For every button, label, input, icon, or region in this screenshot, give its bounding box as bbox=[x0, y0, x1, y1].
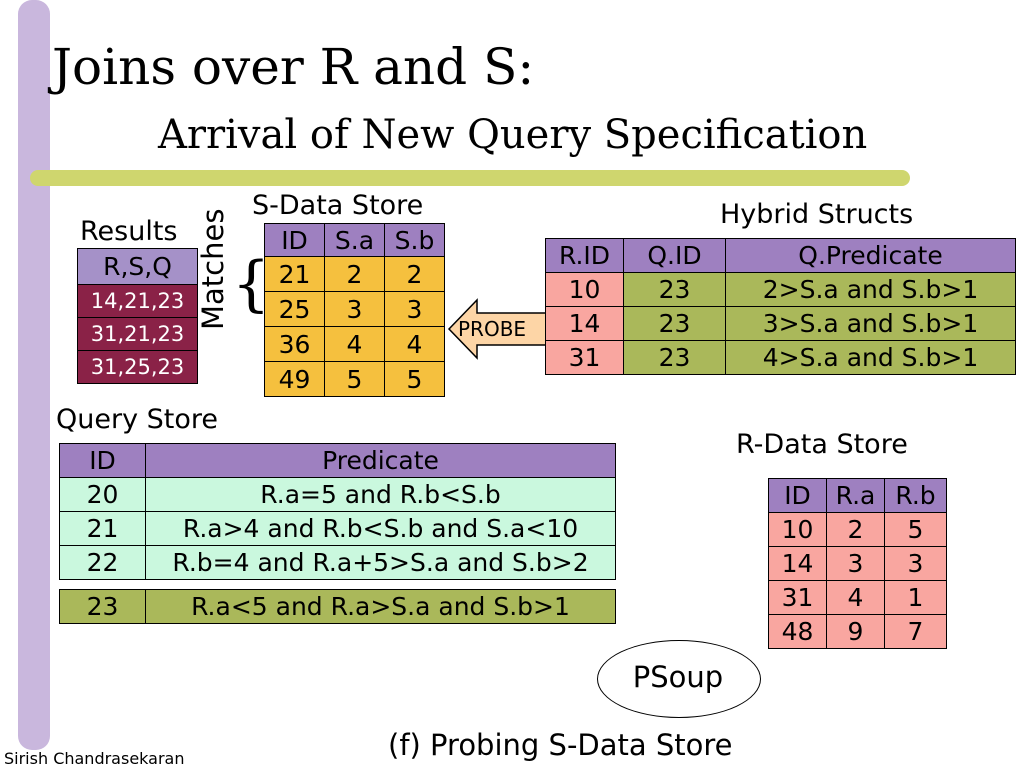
r-store-cell: 3 bbox=[884, 546, 947, 581]
r-store-cell: 7 bbox=[884, 614, 947, 649]
hybrid-cell: 10 bbox=[545, 272, 624, 307]
s-store-cell: 3 bbox=[384, 291, 445, 327]
r-store-cell: 4 bbox=[826, 580, 885, 615]
s-data-store-table: ID S.a S.b 21 2 2 25 3 3 36 4 4 49 5 5 bbox=[264, 223, 445, 397]
s-store-cell: 5 bbox=[384, 361, 445, 397]
query-store-cell: 22 bbox=[59, 545, 146, 580]
s-store-cell: 4 bbox=[384, 326, 445, 362]
results-header: R,S,Q bbox=[77, 248, 198, 285]
hybrid-header: Q.ID bbox=[623, 238, 726, 273]
hybrid-label: Hybrid Structs bbox=[720, 199, 914, 230]
query-store-cell: 21 bbox=[59, 511, 146, 546]
matches-label: Matches bbox=[196, 208, 230, 330]
r-store-cell: 5 bbox=[884, 512, 947, 547]
query-store-header: ID bbox=[59, 443, 146, 478]
r-store-header: R.b bbox=[884, 478, 947, 513]
slide-caption: (f) Probing S-Data Store bbox=[388, 728, 733, 762]
probe-label: PROBE bbox=[458, 317, 527, 341]
s-store-header: S.b bbox=[384, 223, 445, 257]
hybrid-cell: 23 bbox=[623, 340, 726, 375]
r-store-cell: 3 bbox=[826, 546, 885, 581]
new-query-id: 23 bbox=[59, 589, 146, 624]
new-query-predicate: R.a<5 and R.a>S.a and S.b>1 bbox=[145, 589, 616, 624]
r-store-header: ID bbox=[768, 478, 827, 513]
r-store-cell: 9 bbox=[826, 614, 885, 649]
s-store-cell: 49 bbox=[264, 361, 325, 397]
s-store-cell: 2 bbox=[384, 256, 445, 292]
hybrid-cell: 3>S.a and S.b>1 bbox=[725, 306, 1016, 341]
hybrid-cell: 4>S.a and S.b>1 bbox=[725, 340, 1016, 375]
matches-brace: { bbox=[232, 249, 271, 319]
title-rule bbox=[30, 170, 910, 186]
s-store-cell: 5 bbox=[324, 361, 385, 397]
hybrid-cell: 23 bbox=[623, 306, 726, 341]
r-store-cell: 2 bbox=[826, 512, 885, 547]
s-store-cell: 3 bbox=[324, 291, 385, 327]
r-store-header: R.a bbox=[826, 478, 885, 513]
s-store-label: S-Data Store bbox=[252, 190, 424, 221]
s-store-header: ID bbox=[264, 223, 325, 257]
r-store-cell: 31 bbox=[768, 580, 827, 615]
hybrid-cell: 31 bbox=[545, 340, 624, 375]
hybrid-header: Q.Predicate bbox=[725, 238, 1016, 273]
query-store-cell: R.a>4 and R.b<S.b and S.a<10 bbox=[145, 511, 616, 546]
new-query-row: 23 R.a<5 and R.a>S.a and S.b>1 bbox=[59, 589, 616, 624]
left-decorative-bar bbox=[18, 0, 50, 750]
s-store-header: S.a bbox=[324, 223, 385, 257]
s-store-cell: 2 bbox=[324, 256, 385, 292]
psoup-ellipse bbox=[597, 640, 761, 718]
r-store-cell: 48 bbox=[768, 614, 827, 649]
r-store-cell: 10 bbox=[768, 512, 827, 547]
hybrid-structs-table: R.ID Q.ID Q.Predicate 10 23 2>S.a and S.… bbox=[545, 238, 1016, 375]
query-store-cell: R.b=4 and R.a+5>S.a and S.b>2 bbox=[145, 545, 616, 580]
s-store-cell: 36 bbox=[264, 326, 325, 362]
psoup-label: PSoup bbox=[632, 660, 724, 694]
author-footer: Sirish Chandrasekaran bbox=[4, 749, 185, 768]
r-data-store-table: ID R.a R.b 10 2 5 14 3 3 31 4 1 48 9 7 bbox=[768, 478, 947, 649]
s-store-cell: 4 bbox=[324, 326, 385, 362]
s-store-cell: 25 bbox=[264, 291, 325, 327]
hybrid-header: R.ID bbox=[545, 238, 624, 273]
results-row: 31,25,23 bbox=[77, 350, 198, 384]
results-row: 14,21,23 bbox=[77, 284, 198, 318]
results-table: R,S,Q 14,21,23 31,21,23 31,25,23 bbox=[77, 248, 198, 384]
hybrid-cell: 2>S.a and S.b>1 bbox=[725, 272, 1016, 307]
results-row: 31,21,23 bbox=[77, 317, 198, 351]
s-store-cell: 21 bbox=[264, 256, 325, 292]
query-store-header: Predicate bbox=[145, 443, 616, 478]
r-store-cell: 14 bbox=[768, 546, 827, 581]
r-store-cell: 1 bbox=[884, 580, 947, 615]
query-store-table: ID Predicate 20 R.a=5 and R.b<S.b 21 R.a… bbox=[59, 443, 616, 580]
query-store-cell: 20 bbox=[59, 477, 146, 512]
hybrid-cell: 14 bbox=[545, 306, 624, 341]
query-store-cell: R.a=5 and R.b<S.b bbox=[145, 477, 616, 512]
hybrid-cell: 23 bbox=[623, 272, 726, 307]
results-label: Results bbox=[80, 216, 178, 247]
slide-subtitle: Arrival of New Query Specification bbox=[158, 112, 868, 158]
query-store-label: Query Store bbox=[56, 404, 218, 435]
r-store-label: R-Data Store bbox=[736, 429, 908, 460]
slide-title: Joins over R and S: bbox=[52, 38, 535, 96]
